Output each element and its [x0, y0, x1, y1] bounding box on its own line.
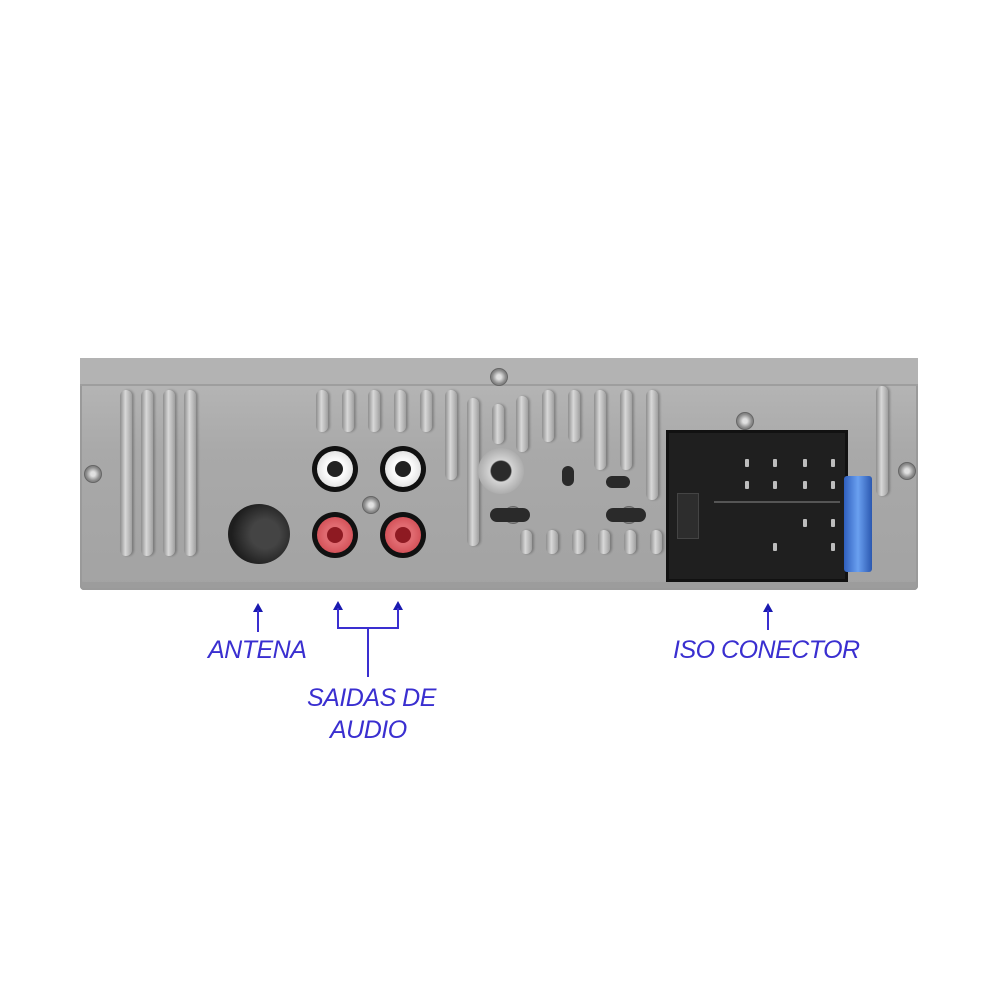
heat-fin — [163, 390, 175, 556]
connector-pin — [745, 481, 749, 489]
screw-icon — [898, 462, 916, 480]
arrow-line — [337, 608, 339, 628]
connector-pin — [773, 543, 777, 551]
connector-pin — [831, 543, 835, 551]
heat-fin — [598, 530, 610, 554]
connector-latch — [677, 493, 699, 539]
heat-fin — [467, 398, 479, 546]
audio-outputs-label-line1: SAIDAS DE — [307, 684, 436, 712]
iso-connector-label: ISO CONECTOR — [673, 636, 860, 664]
heat-fin — [420, 390, 432, 432]
heat-fin — [568, 390, 580, 442]
antenna-socket — [228, 504, 290, 564]
connector-pin — [831, 459, 835, 467]
connector-pin — [773, 481, 777, 489]
heat-fin — [542, 390, 554, 442]
audio-outputs-label-line2: AUDIO — [330, 716, 407, 744]
heat-fin — [141, 390, 153, 556]
mount-slot — [490, 508, 530, 522]
heat-fin — [492, 404, 504, 444]
rca-output-white-left — [312, 446, 358, 492]
heat-fin — [445, 390, 457, 480]
aux-jack — [478, 448, 524, 494]
arrow-up-icon — [253, 603, 263, 612]
rca-output-red-left — [312, 512, 358, 558]
heat-fin — [520, 530, 532, 554]
connector-pin — [831, 481, 835, 489]
connector-pin — [831, 519, 835, 527]
mount-slot — [606, 476, 630, 488]
heat-fin — [620, 390, 632, 470]
heat-fin — [184, 390, 196, 556]
heat-fin — [594, 390, 606, 470]
arrow-line — [257, 610, 259, 632]
screw-icon — [736, 412, 754, 430]
rca-output-white-right — [380, 446, 426, 492]
arrow-up-icon — [763, 603, 773, 612]
connector-pin — [803, 519, 807, 527]
connector-divider — [714, 501, 840, 503]
antenna-label: ANTENA — [208, 636, 307, 664]
connector-pin — [745, 459, 749, 467]
connector-pin — [773, 459, 777, 467]
heat-fin — [394, 390, 406, 432]
mount-slot — [606, 508, 646, 522]
rca-output-red-right — [380, 512, 426, 558]
heat-fin — [368, 390, 380, 432]
screw-icon — [84, 465, 102, 483]
arrow-line — [767, 610, 769, 630]
blue-fuse — [844, 476, 872, 572]
heat-fin — [546, 530, 558, 554]
heat-fin — [316, 390, 328, 432]
connector-pin — [803, 459, 807, 467]
heat-fin — [624, 530, 636, 554]
bracket-stem — [367, 627, 369, 677]
heat-fin — [876, 386, 888, 496]
arrow-up-icon — [333, 601, 343, 610]
arrow-line — [397, 608, 399, 628]
heat-fin — [342, 390, 354, 432]
heat-fin — [646, 390, 658, 500]
screw-icon — [490, 368, 508, 386]
heat-fin — [120, 390, 132, 556]
iso-connector — [666, 430, 848, 582]
arrow-up-icon — [393, 601, 403, 610]
heat-fin — [650, 530, 662, 554]
heat-fin — [516, 396, 528, 452]
mount-slot — [562, 466, 574, 486]
heat-fin — [572, 530, 584, 554]
connector-pin — [803, 481, 807, 489]
screw-icon — [362, 496, 380, 514]
